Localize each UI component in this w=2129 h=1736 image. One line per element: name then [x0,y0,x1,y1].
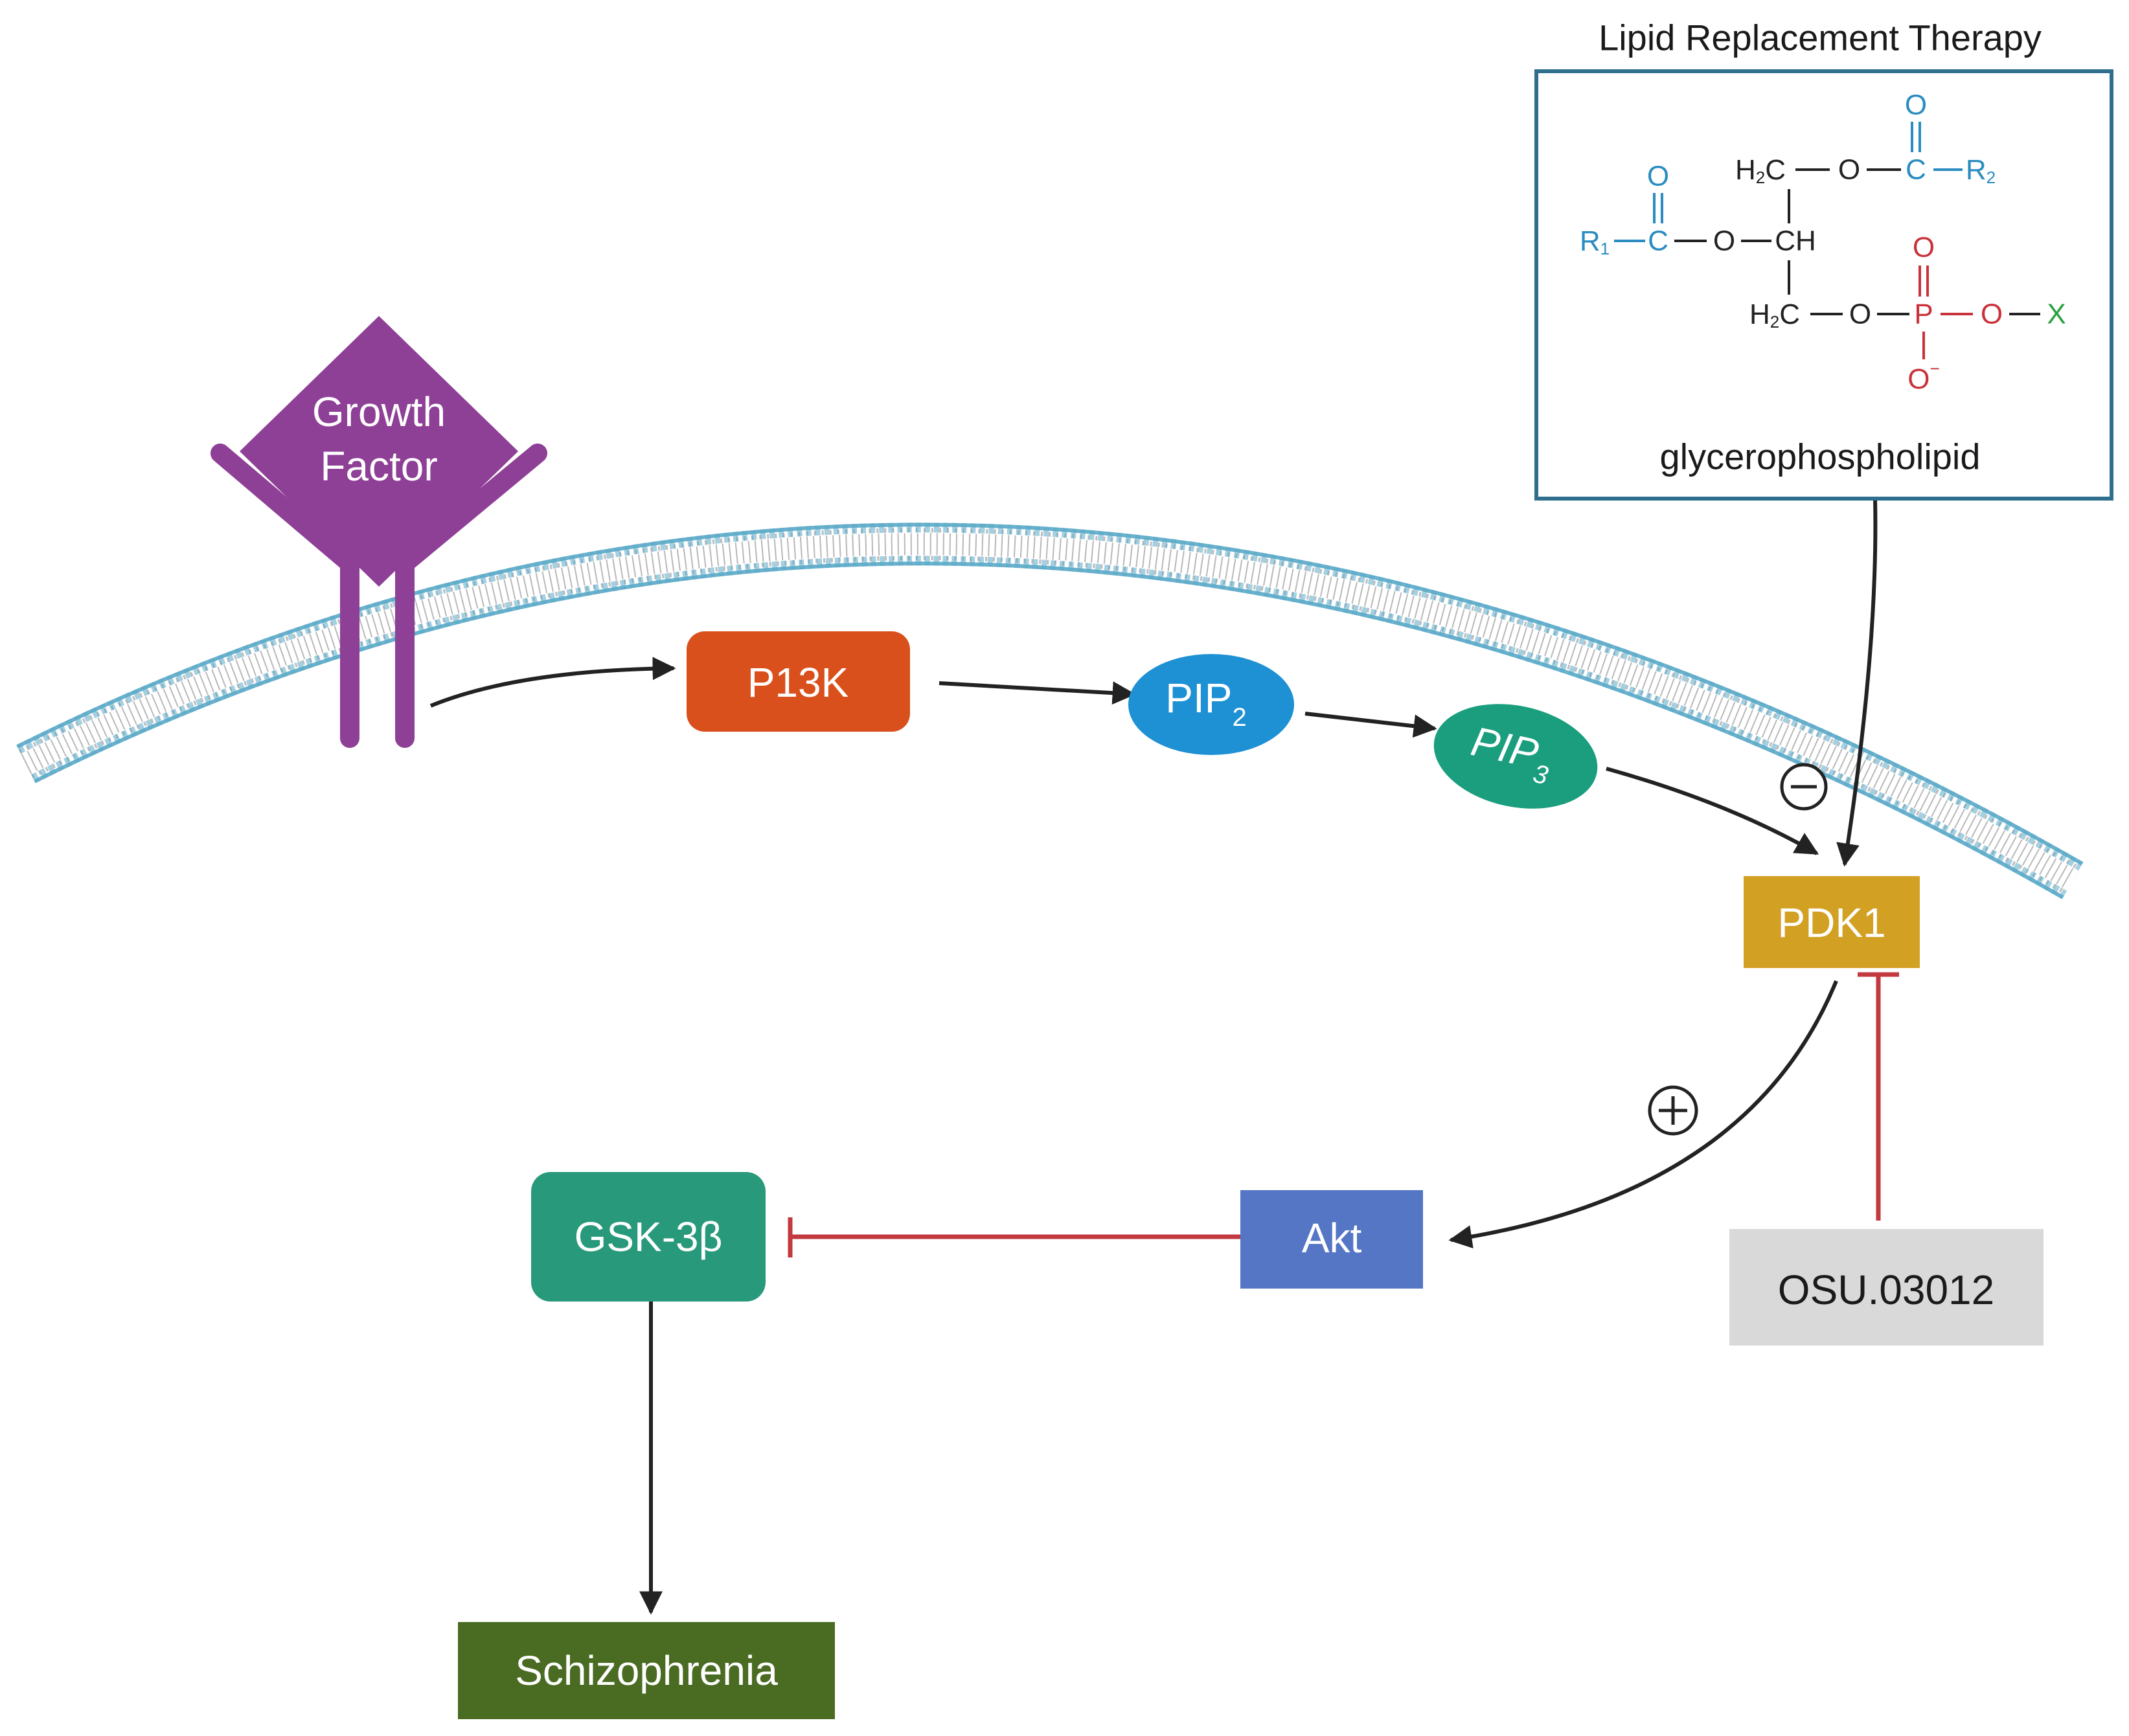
p13k-label: P13K [747,659,849,706]
node-osu: OSU.03012 [1729,1229,2044,1346]
arrow-receptor-to-p13k [429,657,676,708]
arrow-p13k-to-pip2 [939,681,1136,705]
schizophrenia-label: Schizophrenia [515,1647,778,1694]
atom-o-middle: O [1713,225,1735,257]
atom-o-carbonyl-r1: O [1647,161,1669,192]
growth-factor-receptor: Growth Factor [211,316,547,748]
inhibition-lines [788,972,1899,1257]
growth-factor-label-line2: Factor [320,443,437,490]
atom-h2c-bottom: H2C [1749,299,1800,332]
atom-o-carbonyl-r2: O [1905,89,1927,121]
akt-label: Akt [1302,1215,1362,1261]
atom-x: X [2047,299,2066,330]
growth-factor-label-line1: Growth [312,389,446,435]
receptor-right-arm [395,444,547,748]
atom-o-minus: O− [1907,359,1939,395]
atom-o-top: O [1838,154,1860,186]
atom-r1: R1 [1580,225,1610,259]
atom-o-phosphoryl: O [1913,232,1935,264]
arrow-pdk1-to-akt [1448,980,1838,1248]
gsk3b-label: GSK-3β [575,1213,723,1260]
arrow-pip3-to-pdk1 [1606,767,1819,855]
node-p13k: P13K [687,631,910,732]
arrow-pip2-to-pip3 [1304,712,1437,738]
lipid-panel-title: Lipid Replacement Therapy [1599,17,2042,58]
atom-c-r2: C [1906,154,1926,186]
osu-label: OSU.03012 [1778,1267,1994,1313]
pip2-label: PIP2 [1165,675,1246,732]
cell-membrane [16,523,2084,899]
glycerophospholipid-structure: H2C O C O R2 R1 C O O CH H2C [1580,89,2066,395]
atom-p: P [1914,299,1933,330]
node-pdk1: PDK1 [1744,876,1920,968]
receptor-left-arm [211,444,359,748]
pdk1-label: PDK1 [1777,899,1885,946]
node-pip3: PIP3 [1433,704,1598,809]
atom-ch: CH [1775,225,1816,257]
lipid-panel-box [1534,69,2113,501]
plus-sign [1648,1085,1698,1136]
node-schizophrenia: Schizophrenia [458,1622,835,1719]
atom-c-r1: C [1648,225,1668,257]
atom-o-bottom: O [1849,299,1871,330]
node-gsk3b: GSK-3β [531,1172,766,1302]
lipid-panel: Lipid Replacement Therapy glycerophospho… [1534,17,2113,501]
atom-r2: R2 [1966,154,1996,188]
node-akt: Akt [1240,1190,1423,1289]
lipid-panel-caption: glycerophospholipid [1659,436,1980,477]
node-pip2: PIP2 [1128,654,1294,755]
activation-arrows [429,498,1878,1615]
atom-o-ester: O [1981,299,2003,330]
atom-h2c-top: H2C [1735,154,1786,188]
arrow-lipid-to-pdk1 [1836,498,1878,867]
minus-sign [1780,763,1828,811]
